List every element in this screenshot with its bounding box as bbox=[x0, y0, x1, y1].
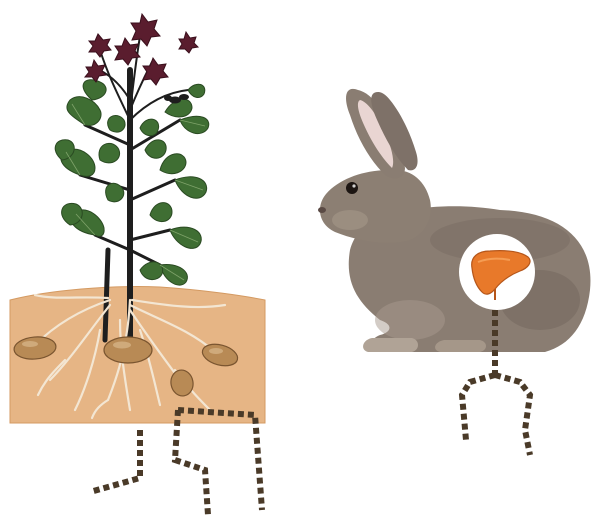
leaf bbox=[140, 119, 159, 136]
rabbit bbox=[318, 89, 590, 455]
leaf bbox=[145, 140, 166, 158]
leaf bbox=[67, 97, 101, 126]
leaf bbox=[175, 177, 207, 198]
leaf bbox=[150, 203, 172, 222]
leaf bbox=[160, 154, 186, 174]
flower bbox=[179, 32, 198, 53]
rabbit-eye bbox=[346, 182, 358, 194]
flower bbox=[143, 58, 168, 85]
leaf bbox=[188, 84, 205, 97]
leaf bbox=[180, 116, 209, 133]
leaf bbox=[170, 227, 201, 248]
leaf bbox=[83, 80, 106, 100]
rabbit-head bbox=[320, 170, 431, 243]
rabbit-paw bbox=[363, 338, 418, 352]
rabbit-paw bbox=[435, 340, 486, 352]
leaf bbox=[140, 262, 163, 280]
leaf bbox=[99, 143, 120, 163]
leaf bbox=[62, 203, 83, 225]
flower bbox=[89, 34, 111, 57]
potato-plant bbox=[10, 14, 265, 515]
tuber bbox=[104, 337, 152, 363]
flowers bbox=[85, 14, 198, 85]
leaf bbox=[108, 115, 125, 132]
plant-connector bbox=[90, 410, 262, 515]
flower bbox=[131, 14, 160, 46]
rabbit-nose bbox=[318, 207, 326, 213]
